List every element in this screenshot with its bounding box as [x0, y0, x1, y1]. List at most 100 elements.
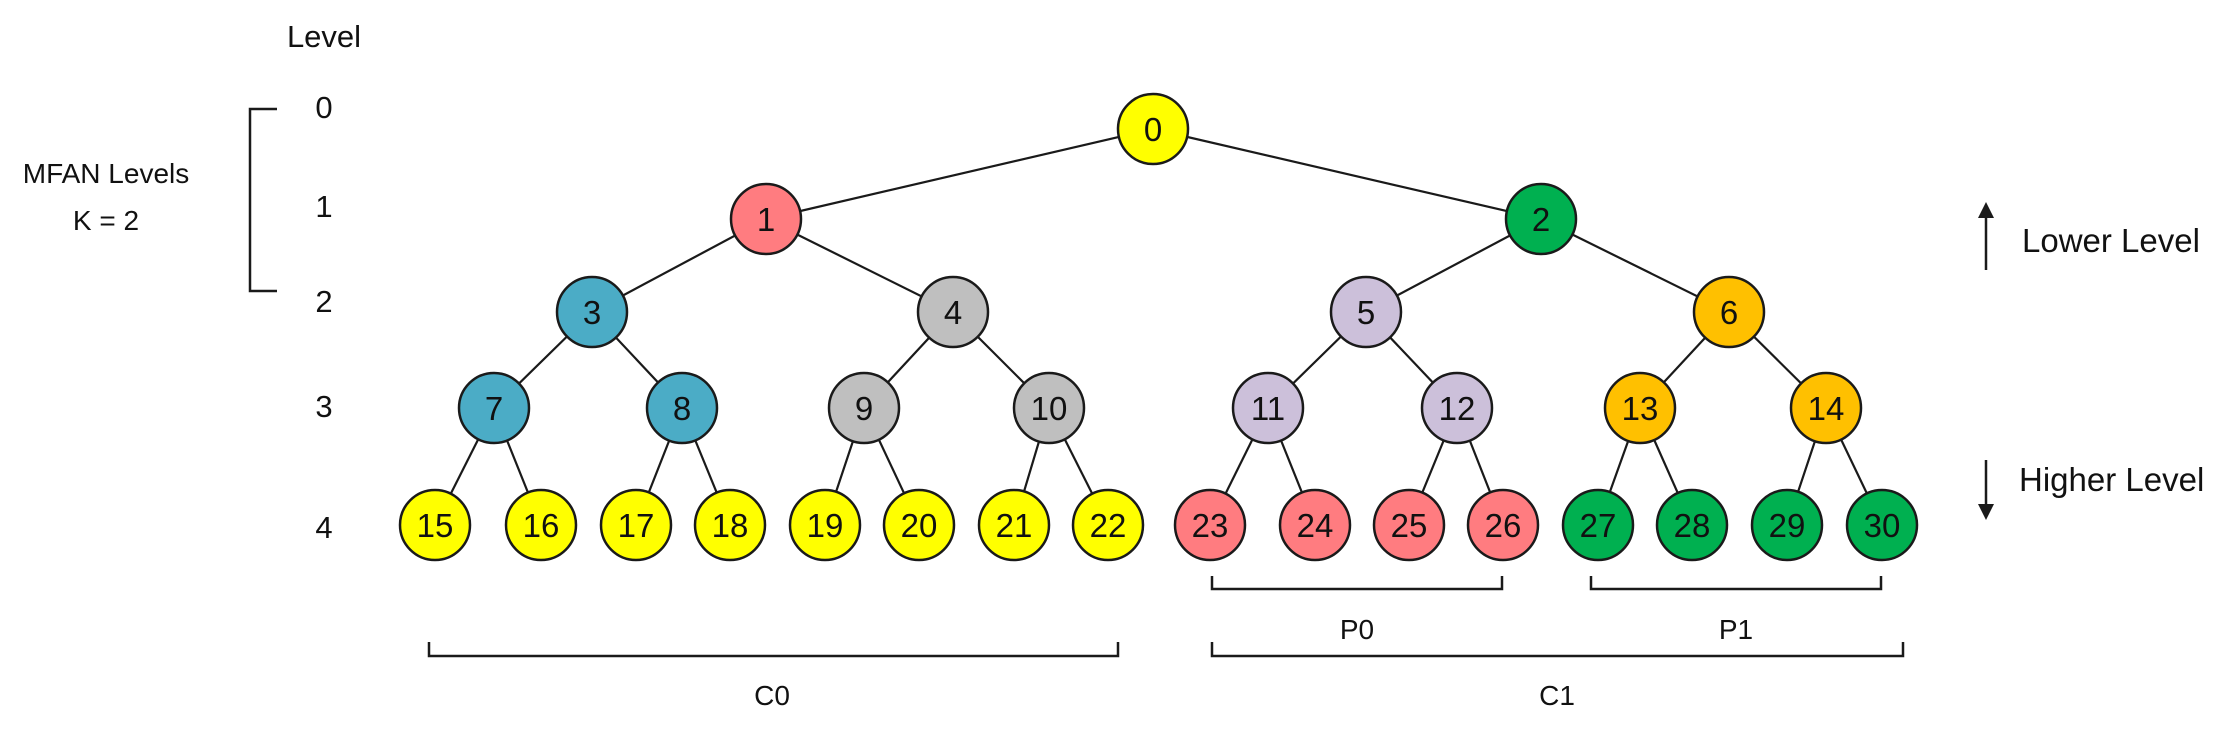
node-circle [916, 275, 990, 349]
node-label: 4 [944, 294, 962, 331]
node-circle [1420, 371, 1494, 445]
node-circle [599, 488, 673, 562]
level-header: Level [287, 19, 361, 54]
tree-node-13: 13 [1603, 371, 1677, 445]
node-label: 23 [1192, 507, 1229, 544]
mfan-k-label: K = 2 [73, 205, 139, 236]
node-label: 14 [1808, 390, 1845, 427]
mfan-bracket [248, 107, 277, 293]
tree-node-17: 17 [599, 488, 673, 562]
tree-node-9: 9 [827, 371, 901, 445]
tree-node-18: 18 [693, 488, 767, 562]
node-label: 25 [1391, 507, 1428, 544]
node-label: 26 [1485, 507, 1522, 544]
node-circle [504, 488, 578, 562]
tree-node-19: 19 [788, 488, 862, 562]
node-label: 5 [1357, 294, 1375, 331]
node-circle [1466, 488, 1540, 562]
c1-label: C1 [1539, 680, 1575, 711]
level-2-label: 2 [315, 284, 332, 319]
tree-node-20: 20 [882, 488, 956, 562]
node-circle [398, 488, 472, 562]
level-4-label: 4 [315, 510, 332, 545]
node-label: 13 [1622, 390, 1659, 427]
node-label: 16 [523, 507, 560, 544]
node-label: 6 [1720, 294, 1738, 331]
p1-bracket [1589, 576, 1883, 591]
node-label: 9 [855, 390, 873, 427]
node-label: 2 [1532, 201, 1550, 238]
tree-node-8: 8 [645, 371, 719, 445]
node-circle [1789, 371, 1863, 445]
node-circle [1603, 371, 1677, 445]
node-label: 19 [807, 507, 844, 544]
tree-node-10: 10 [1012, 371, 1086, 445]
p0-label: P0 [1340, 614, 1374, 645]
tree-node-27: 27 [1561, 488, 1635, 562]
up-arrow-icon [1978, 202, 1994, 270]
node-label: 0 [1144, 111, 1162, 148]
node-circle [457, 371, 531, 445]
p0-bracket [1210, 576, 1504, 591]
node-circle [1071, 488, 1145, 562]
c1-bracket [1210, 642, 1905, 658]
node-label: 24 [1297, 507, 1334, 544]
tree-node-25: 25 [1372, 488, 1446, 562]
tree-node-1: 1 [729, 182, 803, 256]
node-label: 15 [417, 507, 454, 544]
higher-level-label: Higher Level [2019, 461, 2204, 498]
node-label: 7 [485, 390, 503, 427]
tree-node-16: 16 [504, 488, 578, 562]
tree-node-3: 3 [555, 275, 629, 349]
tree-node-21: 21 [977, 488, 1051, 562]
tree-node-24: 24 [1278, 488, 1352, 562]
tree-edges [434, 127, 1883, 526]
node-circle [977, 488, 1051, 562]
tree-node-7: 7 [457, 371, 531, 445]
down-arrow-icon [1978, 460, 1994, 520]
node-circle [555, 275, 629, 349]
node-label: 20 [901, 507, 938, 544]
node-circle [1372, 488, 1446, 562]
tree-node-26: 26 [1466, 488, 1540, 562]
node-label: 12 [1439, 390, 1476, 427]
node-circle [1231, 371, 1305, 445]
node-label: 18 [712, 507, 749, 544]
tree-node-6: 6 [1692, 275, 1766, 349]
tree-node-2: 2 [1504, 182, 1578, 256]
node-circle [1561, 488, 1635, 562]
node-label: 17 [618, 507, 655, 544]
node-label: 29 [1769, 507, 1806, 544]
node-circle [693, 488, 767, 562]
node-circle [1692, 275, 1766, 349]
node-circle [1750, 488, 1824, 562]
level-3-label: 3 [315, 389, 332, 424]
node-label: 21 [996, 507, 1033, 544]
node-label: 27 [1580, 507, 1617, 544]
lower-level-label: Lower Level [2022, 222, 2200, 259]
node-circle [729, 182, 803, 256]
level-1-label: 1 [315, 189, 332, 224]
tree-node-22: 22 [1071, 488, 1145, 562]
tree-node-30: 30 [1845, 488, 1919, 562]
node-label: 10 [1031, 390, 1068, 427]
node-circle [1329, 275, 1403, 349]
node-circle [1504, 182, 1578, 256]
tree-node-12: 12 [1420, 371, 1494, 445]
tree-node-15: 15 [398, 488, 472, 562]
node-label: 30 [1864, 507, 1901, 544]
tree-node-29: 29 [1750, 488, 1824, 562]
node-label: 11 [1251, 390, 1285, 427]
node-circle [788, 488, 862, 562]
node-circle [882, 488, 956, 562]
tree-edge [1152, 127, 1542, 221]
tree-node-5: 5 [1329, 275, 1403, 349]
node-label: 28 [1674, 507, 1711, 544]
p1-label: P1 [1719, 614, 1753, 645]
node-circle [1116, 92, 1190, 166]
node-circle [1655, 488, 1729, 562]
node-label: 22 [1090, 507, 1127, 544]
mfan-levels-label: MFAN Levels [23, 158, 190, 189]
